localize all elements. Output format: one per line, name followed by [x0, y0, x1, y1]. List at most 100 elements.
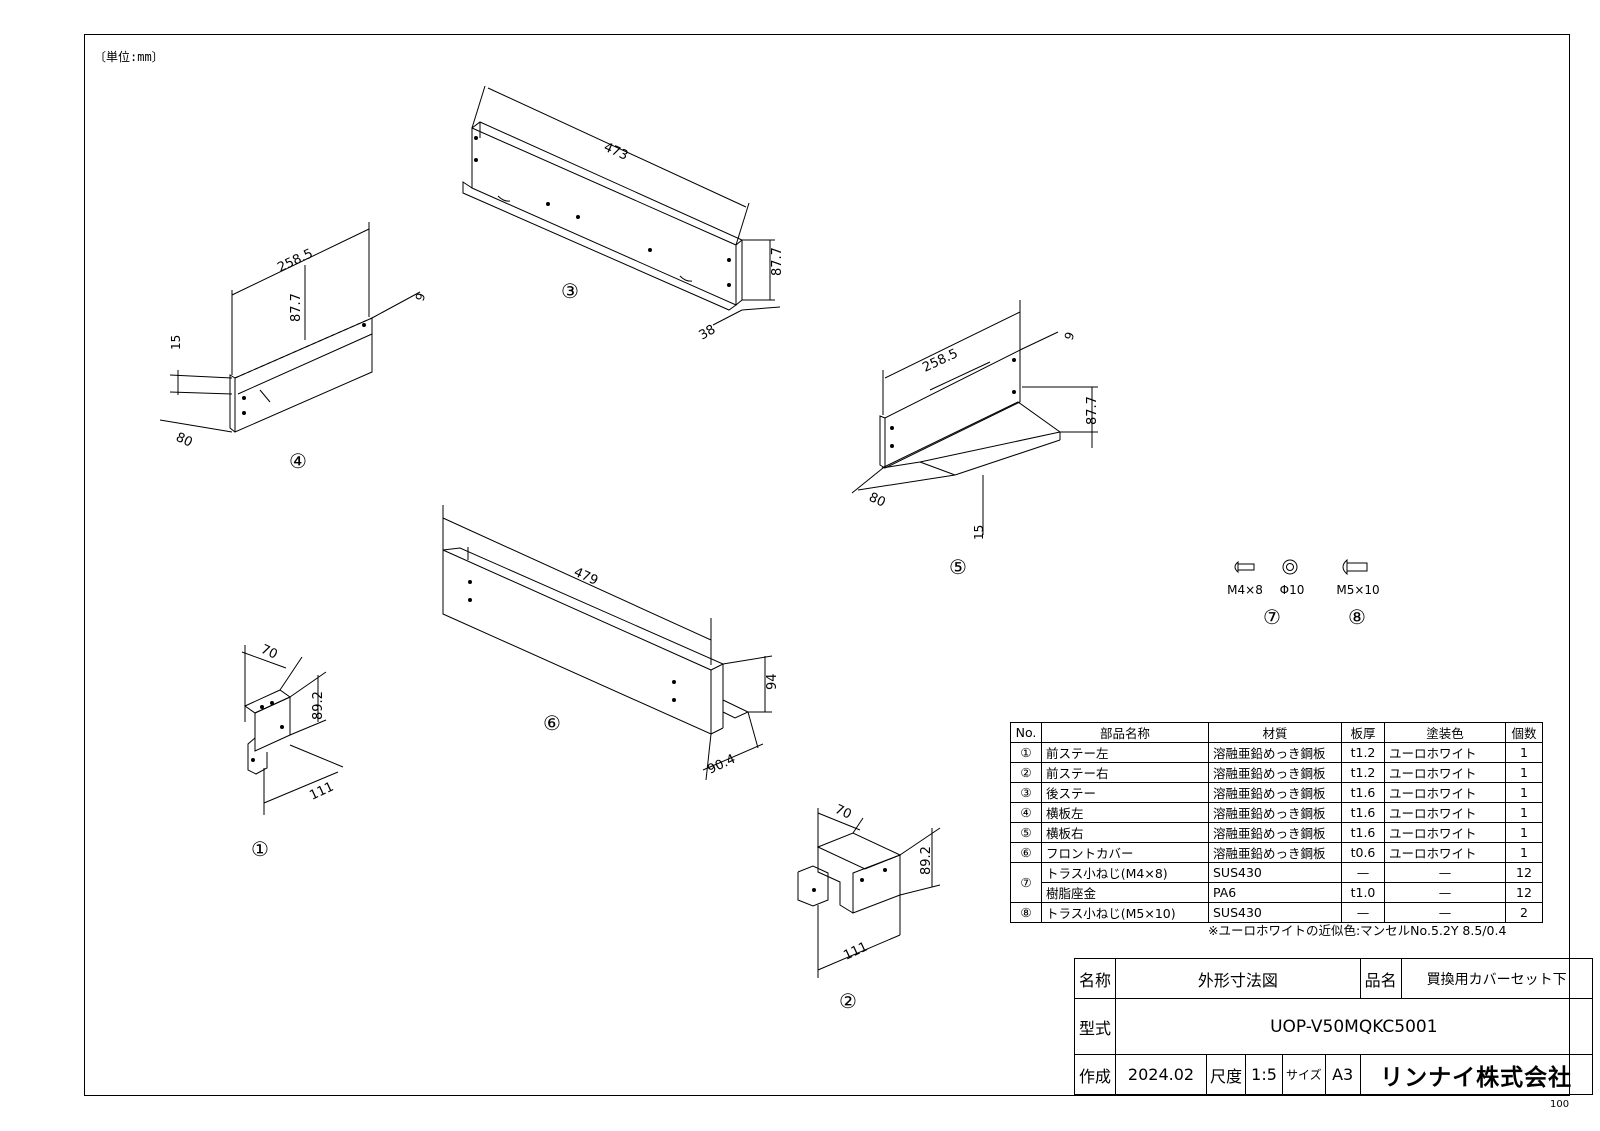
- cell-material: 溶融亜鉛めっき鋼板: [1208, 782, 1342, 803]
- product-label: 品名: [1359, 958, 1402, 999]
- dim-p2-width: 70: [832, 802, 853, 823]
- cell-name: 前ステー右: [1041, 762, 1209, 783]
- cell-qty: 12: [1505, 862, 1543, 883]
- color-note: ※ユーロホワイトの近似色:マンセルNo.5.2Y 8.5/0.4: [1208, 923, 1507, 938]
- cell-color: ユーロホワイト: [1384, 762, 1506, 783]
- cell-name: 樹脂座金: [1041, 882, 1209, 903]
- dim-p1-height: 89.2: [311, 691, 326, 720]
- size-label: サイズ: [1282, 1054, 1326, 1095]
- header-quantity: 個数: [1505, 722, 1543, 743]
- cell-name: 横板右: [1041, 822, 1209, 843]
- callout-4: ④: [289, 449, 307, 473]
- part-6-front-cover: 479 94 90.4 ⑥: [442, 505, 780, 781]
- cell-material: 溶融亜鉛めっき鋼板: [1208, 742, 1342, 763]
- dim-p4-length: 258.5: [275, 246, 315, 275]
- header-paint-color: 塗装色: [1384, 722, 1506, 743]
- cell-qty: 1: [1505, 762, 1543, 783]
- dim-p2-depth: 111: [841, 940, 870, 964]
- cell-qty: 1: [1505, 822, 1543, 843]
- dim-p4-offset: 9: [413, 291, 429, 303]
- unit-label: 〔単位:mm〕: [94, 50, 164, 64]
- dim-p4-lip: 15: [169, 335, 183, 350]
- parts-table-header: No. 部品名称 材質 板厚 塗装色 個数: [1010, 722, 1543, 743]
- table-row: ⑤ 横板右 溶融亜鉛めっき鋼板 t1.6 ユーロホワイト 1: [1010, 822, 1543, 843]
- cell-name: フロントカバー: [1041, 842, 1209, 863]
- cell-color: —: [1384, 862, 1506, 883]
- callout-1: ①: [251, 837, 269, 861]
- cell-thickness: t1.6: [1341, 802, 1385, 823]
- size-value: A3: [1324, 1054, 1361, 1095]
- callout-5: ⑤: [949, 555, 967, 579]
- cell-thickness: —: [1341, 902, 1385, 923]
- name-value: 外形寸法図: [1115, 958, 1361, 999]
- cell-no: ④: [1010, 802, 1042, 823]
- dim-p4-depth: 80: [173, 430, 194, 451]
- cell-thickness: t1.6: [1341, 782, 1385, 803]
- company-name: リンナイ株式会社: [1359, 1054, 1593, 1095]
- cell-color: ユーロホワイト: [1384, 742, 1506, 763]
- header-thickness: 板厚: [1341, 722, 1385, 743]
- screw-m4-label: M4×8: [1227, 583, 1263, 597]
- screw-m5-label: M5×10: [1336, 583, 1379, 597]
- cell-qty: 1: [1505, 782, 1543, 803]
- cell-name: トラス小ねじ(M5×10): [1041, 902, 1209, 923]
- cell-color: ユーロホワイト: [1384, 822, 1506, 843]
- dim-p6-length: 479: [571, 565, 600, 589]
- part-5-side-panel-right: 258.5 87.7 9 15 80 ⑤: [851, 300, 1100, 579]
- table-row: ⑧ トラス小ねじ(M5×10) SUS430 — — 2: [1010, 902, 1543, 923]
- callout-6: ⑥: [543, 711, 561, 735]
- cell-name: 前ステー左: [1041, 742, 1209, 763]
- cell-material: SUS430: [1208, 862, 1342, 883]
- cell-no: ⑥: [1010, 842, 1042, 863]
- cell-name: トラス小ねじ(M4×8): [1041, 862, 1209, 883]
- cell-no: ①: [1010, 742, 1042, 763]
- created-value: 2024.02: [1115, 1054, 1207, 1095]
- callout-8: ⑧: [1348, 605, 1366, 629]
- cell-thickness: t1.2: [1341, 762, 1385, 783]
- cell-material: 溶融亜鉛めっき鋼板: [1208, 762, 1342, 783]
- cell-no: ③: [1010, 782, 1042, 803]
- cell-thickness: t1.0: [1341, 882, 1385, 903]
- dim-p4-height: 87.7: [289, 293, 304, 322]
- created-label: 作成: [1074, 1054, 1116, 1095]
- dim-p5-offset: 9: [1062, 330, 1078, 342]
- cell-color: —: [1384, 882, 1506, 903]
- table-row: 樹脂座金 PA6 t1.0 — 12: [1011, 882, 1543, 903]
- cell-material: PA6: [1208, 882, 1342, 903]
- cell-material: 溶融亜鉛めっき鋼板: [1208, 822, 1342, 843]
- cell-material: 溶融亜鉛めっき鋼板: [1208, 802, 1342, 823]
- dim-p5-height: 87.7: [1085, 396, 1100, 425]
- cell-qty: 12: [1505, 882, 1543, 903]
- screw-m4-icon: [1234, 560, 1255, 574]
- header-material: 材質: [1208, 722, 1342, 743]
- table-row: ④ 横板左 溶融亜鉛めっき鋼板 t1.6 ユーロホワイト 1: [1010, 802, 1543, 823]
- cell-name: 後ステー: [1041, 782, 1209, 803]
- table-row: ① 前ステー左 溶融亜鉛めっき鋼板 t1.2 ユーロホワイト 1: [1010, 742, 1543, 763]
- cell-thickness: t1.6: [1341, 822, 1385, 843]
- callout-3: ③: [561, 279, 579, 303]
- table-row: ⑥ フロントカバー 溶融亜鉛めっき鋼板 t0.6 ユーロホワイト 1: [1010, 842, 1543, 863]
- cell-thickness: t0.6: [1341, 842, 1385, 863]
- callout-7: ⑦: [1263, 605, 1281, 629]
- dim-p3-depth: 38: [697, 322, 719, 343]
- model-label: 型式: [1074, 998, 1116, 1055]
- drawing-frame: [84, 34, 1570, 1096]
- scale-value: 1:5: [1245, 1054, 1284, 1095]
- dim-p3-height: 87.7: [770, 247, 785, 276]
- cell-material: 溶融亜鉛めっき鋼板: [1208, 842, 1342, 863]
- table-row: ② 前ステー右 溶融亜鉛めっき鋼板 t1.2 ユーロホワイト 1: [1010, 762, 1543, 783]
- parts-table: No. 部品名称 材質 板厚 塗装色 個数 ① 前ステー左 溶融亜鉛めっき鋼板 …: [1010, 722, 1543, 923]
- dim-p3-length: 473: [601, 140, 630, 164]
- cell-qty: 1: [1505, 742, 1543, 763]
- dim-p5-lip: 15: [972, 525, 986, 540]
- cell-color: ユーロホワイト: [1384, 842, 1506, 863]
- part-4-side-panel-left: 258.5 87.7 9 15 80 ④: [159, 222, 429, 473]
- model-value: UOP-V50MQKC5001: [1115, 998, 1593, 1055]
- screw-m5-icon: [1342, 558, 1368, 576]
- dim-p1-width: 70: [258, 642, 279, 663]
- header-part-name: 部品名称: [1041, 722, 1209, 743]
- cell-no: ⑦: [1010, 862, 1042, 903]
- cell-material: SUS430: [1208, 902, 1342, 923]
- title-block: 名称 外形寸法図 品名 買換用カバーセット下 型式 UOP-V50MQKC500…: [1074, 958, 1593, 1095]
